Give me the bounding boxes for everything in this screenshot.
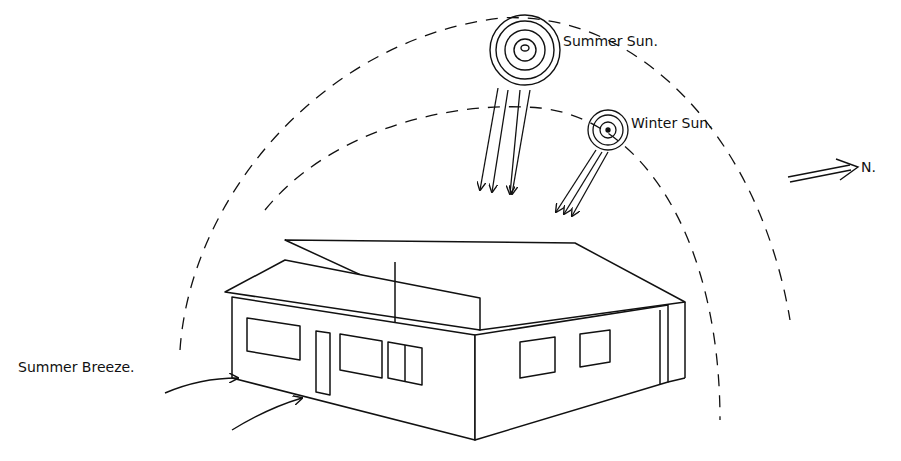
sun-label: Winter Sun. [631, 116, 713, 131]
north-arrow [788, 159, 858, 182]
sun-label: Summer Sun. [563, 34, 658, 49]
breeze-label: Summer Breeze. [18, 360, 135, 375]
sun-rays [480, 88, 608, 216]
winter-sun [588, 110, 628, 150]
summer-sun [490, 15, 560, 85]
compass-label: N. [861, 160, 876, 175]
breeze-arrows [165, 378, 302, 430]
house [225, 240, 685, 440]
